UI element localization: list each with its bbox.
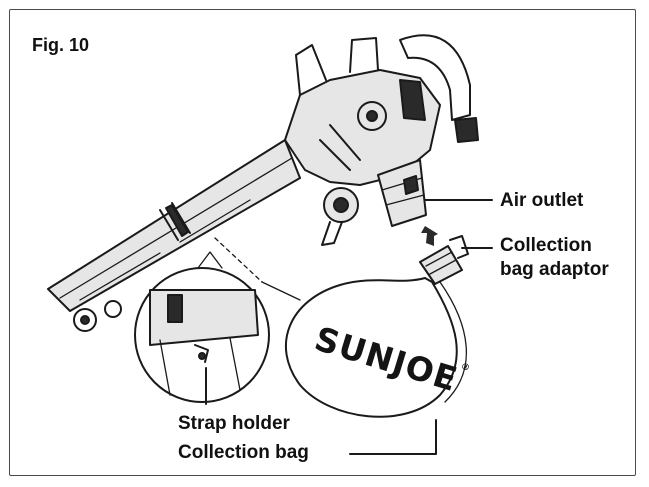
label-strap-holder: Strap holder (178, 413, 290, 434)
label-air-outlet: Air outlet (500, 190, 584, 211)
bag-leader (349, 419, 437, 455)
figure-frame (9, 9, 636, 476)
label-collection-adaptor-line2: bag adaptor (500, 259, 609, 280)
switch-knob (321, 187, 359, 246)
figure-label: Fig. 10 (32, 35, 90, 55)
motor-housing (284, 34, 479, 186)
air-outlet (377, 159, 427, 227)
strap-line (261, 281, 301, 301)
collection-bag-adaptor (419, 235, 469, 285)
up-arrow-icon (421, 226, 438, 246)
nozzle-wheel (73, 300, 122, 332)
label-collection-bag: Collection bag (178, 442, 309, 463)
collection-bag (284, 277, 468, 418)
label-collection-adaptor-line1: Collection (500, 235, 592, 256)
strap-holder-magnifier (134, 251, 270, 403)
strap-dashed-line (214, 237, 263, 283)
blower-tube (47, 139, 301, 312)
